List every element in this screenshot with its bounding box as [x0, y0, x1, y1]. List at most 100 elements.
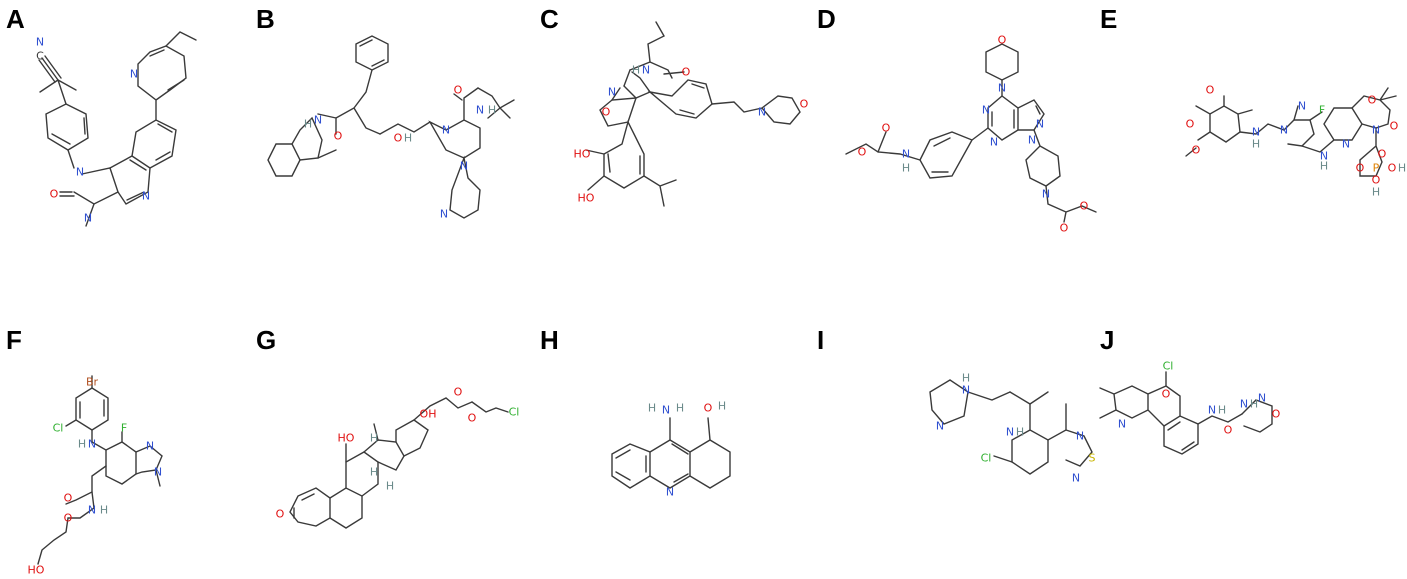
atom-n: N: [130, 68, 138, 81]
atom-cl: Cl: [53, 422, 64, 435]
atom-o: O: [858, 146, 867, 159]
atom-ho: HO: [574, 148, 591, 161]
atom-h: H: [632, 64, 640, 77]
atom-h: H: [1372, 186, 1380, 199]
atom-n: N: [1028, 134, 1036, 147]
atom-o: O: [1192, 144, 1201, 157]
atom-n: N: [608, 86, 616, 99]
atom-n: N: [88, 438, 96, 451]
structure-h: H N H O H N: [611, 400, 731, 499]
structure-b: N H O N N H O H N O N: [267, 35, 515, 221]
atom-h: H: [1250, 398, 1258, 411]
atom-labels: N O N N N N O O N H N O O: [858, 34, 1089, 235]
bonds: [289, 397, 509, 529]
bonds: [929, 379, 1093, 475]
atom-o: O: [1186, 118, 1195, 131]
atom-n: N: [1280, 124, 1288, 137]
atom-h: H: [304, 118, 312, 131]
atom-n: N: [314, 114, 322, 127]
atom-h: H: [78, 438, 86, 451]
atom-labels: H N H O H N: [648, 400, 726, 499]
atom-h: H: [100, 504, 108, 517]
atom-n: N: [76, 166, 84, 179]
bonds: [845, 43, 1097, 223]
atom-n: N: [1320, 150, 1328, 163]
atom-n: N: [84, 212, 92, 225]
atom-s: S: [1089, 452, 1096, 465]
atom-n: N: [88, 504, 96, 517]
atom-n: N: [1036, 118, 1044, 131]
atom-o: O: [1356, 162, 1365, 175]
atom-o: O: [998, 34, 1007, 47]
atom-n: N: [990, 136, 998, 149]
atom-n: N: [1072, 472, 1080, 485]
atom-h: H: [1016, 426, 1024, 439]
atom-n: N: [936, 420, 944, 433]
atom-n: N: [902, 148, 910, 161]
atom-h: H: [718, 400, 726, 413]
atom-ho: HO: [578, 192, 595, 205]
atom-o: O: [276, 508, 285, 521]
atom-n: N: [758, 106, 766, 119]
atom-o: O: [1206, 84, 1215, 97]
structure-a: N C N N N N O: [36, 31, 197, 227]
atom-o: O: [882, 122, 891, 135]
panel-label-c: C: [540, 4, 559, 34]
atom-h: H: [962, 372, 970, 385]
atom-n: N: [1298, 100, 1306, 113]
atom-labels: Br Cl N H F N N O N H O HO: [28, 376, 163, 577]
atom-h: H: [488, 104, 496, 117]
atom-h: H: [1398, 162, 1406, 175]
atom-n: N: [1042, 188, 1050, 201]
atom-h: H: [1218, 404, 1226, 417]
atom-h: H: [1252, 138, 1260, 151]
structure-i: H N N N H Cl N S N: [929, 372, 1096, 485]
atom-h: H: [1320, 160, 1328, 173]
atom-o: O: [1060, 222, 1069, 235]
atom-labels: H N N N H Cl N S N: [936, 372, 1096, 485]
atom-h: H: [370, 466, 378, 479]
atom-n: N: [1240, 398, 1248, 411]
atom-o: O: [64, 512, 73, 525]
panel-label-j: J: [1100, 325, 1115, 355]
atom-labels: Cl N H N H O N O O N: [1118, 360, 1281, 437]
atom-o: O: [454, 84, 463, 97]
bonds: [267, 35, 515, 219]
atom-o: O: [682, 66, 691, 79]
atom-n: N: [442, 124, 450, 137]
atom-o: O: [334, 130, 343, 143]
atom-n: N: [1118, 418, 1126, 431]
panel-label-f: F: [6, 325, 22, 355]
atom-c: C: [36, 50, 44, 63]
atom-labels: H N O N O HO HO N O: [574, 64, 809, 205]
atom-f: F: [121, 422, 127, 435]
bonds: [37, 375, 163, 565]
structure-c: H N O N O HO HO N O: [574, 21, 809, 207]
atom-o: O: [1378, 148, 1387, 161]
atom-p: P: [1373, 162, 1380, 175]
atom-o: O: [454, 386, 463, 399]
atom-cl: Cl: [981, 452, 992, 465]
panel-label-g: G: [256, 325, 277, 355]
bonds: [38, 31, 197, 227]
panel-label-d: D: [817, 4, 836, 34]
atom-labels: HO H H H OH O O Cl O: [276, 386, 520, 521]
atom-n: N: [154, 466, 162, 479]
atom-h: H: [370, 432, 378, 445]
panel-label-i: I: [817, 325, 825, 355]
atom-h: H: [648, 402, 656, 415]
atom-f: F: [1319, 104, 1325, 117]
atom-o: O: [1224, 424, 1233, 437]
atom-o: O: [1390, 120, 1399, 133]
atom-n: N: [1076, 430, 1084, 443]
atom-h: H: [404, 132, 412, 145]
atom-o: O: [1368, 94, 1377, 107]
panel-label-e: E: [1100, 4, 1118, 34]
atom-o: O: [1272, 408, 1281, 421]
atom-n: N: [146, 440, 154, 453]
structure-d: N O N N N N O O N H N O O: [845, 34, 1097, 235]
atom-n: N: [36, 36, 44, 49]
atom-n: N: [662, 404, 670, 417]
